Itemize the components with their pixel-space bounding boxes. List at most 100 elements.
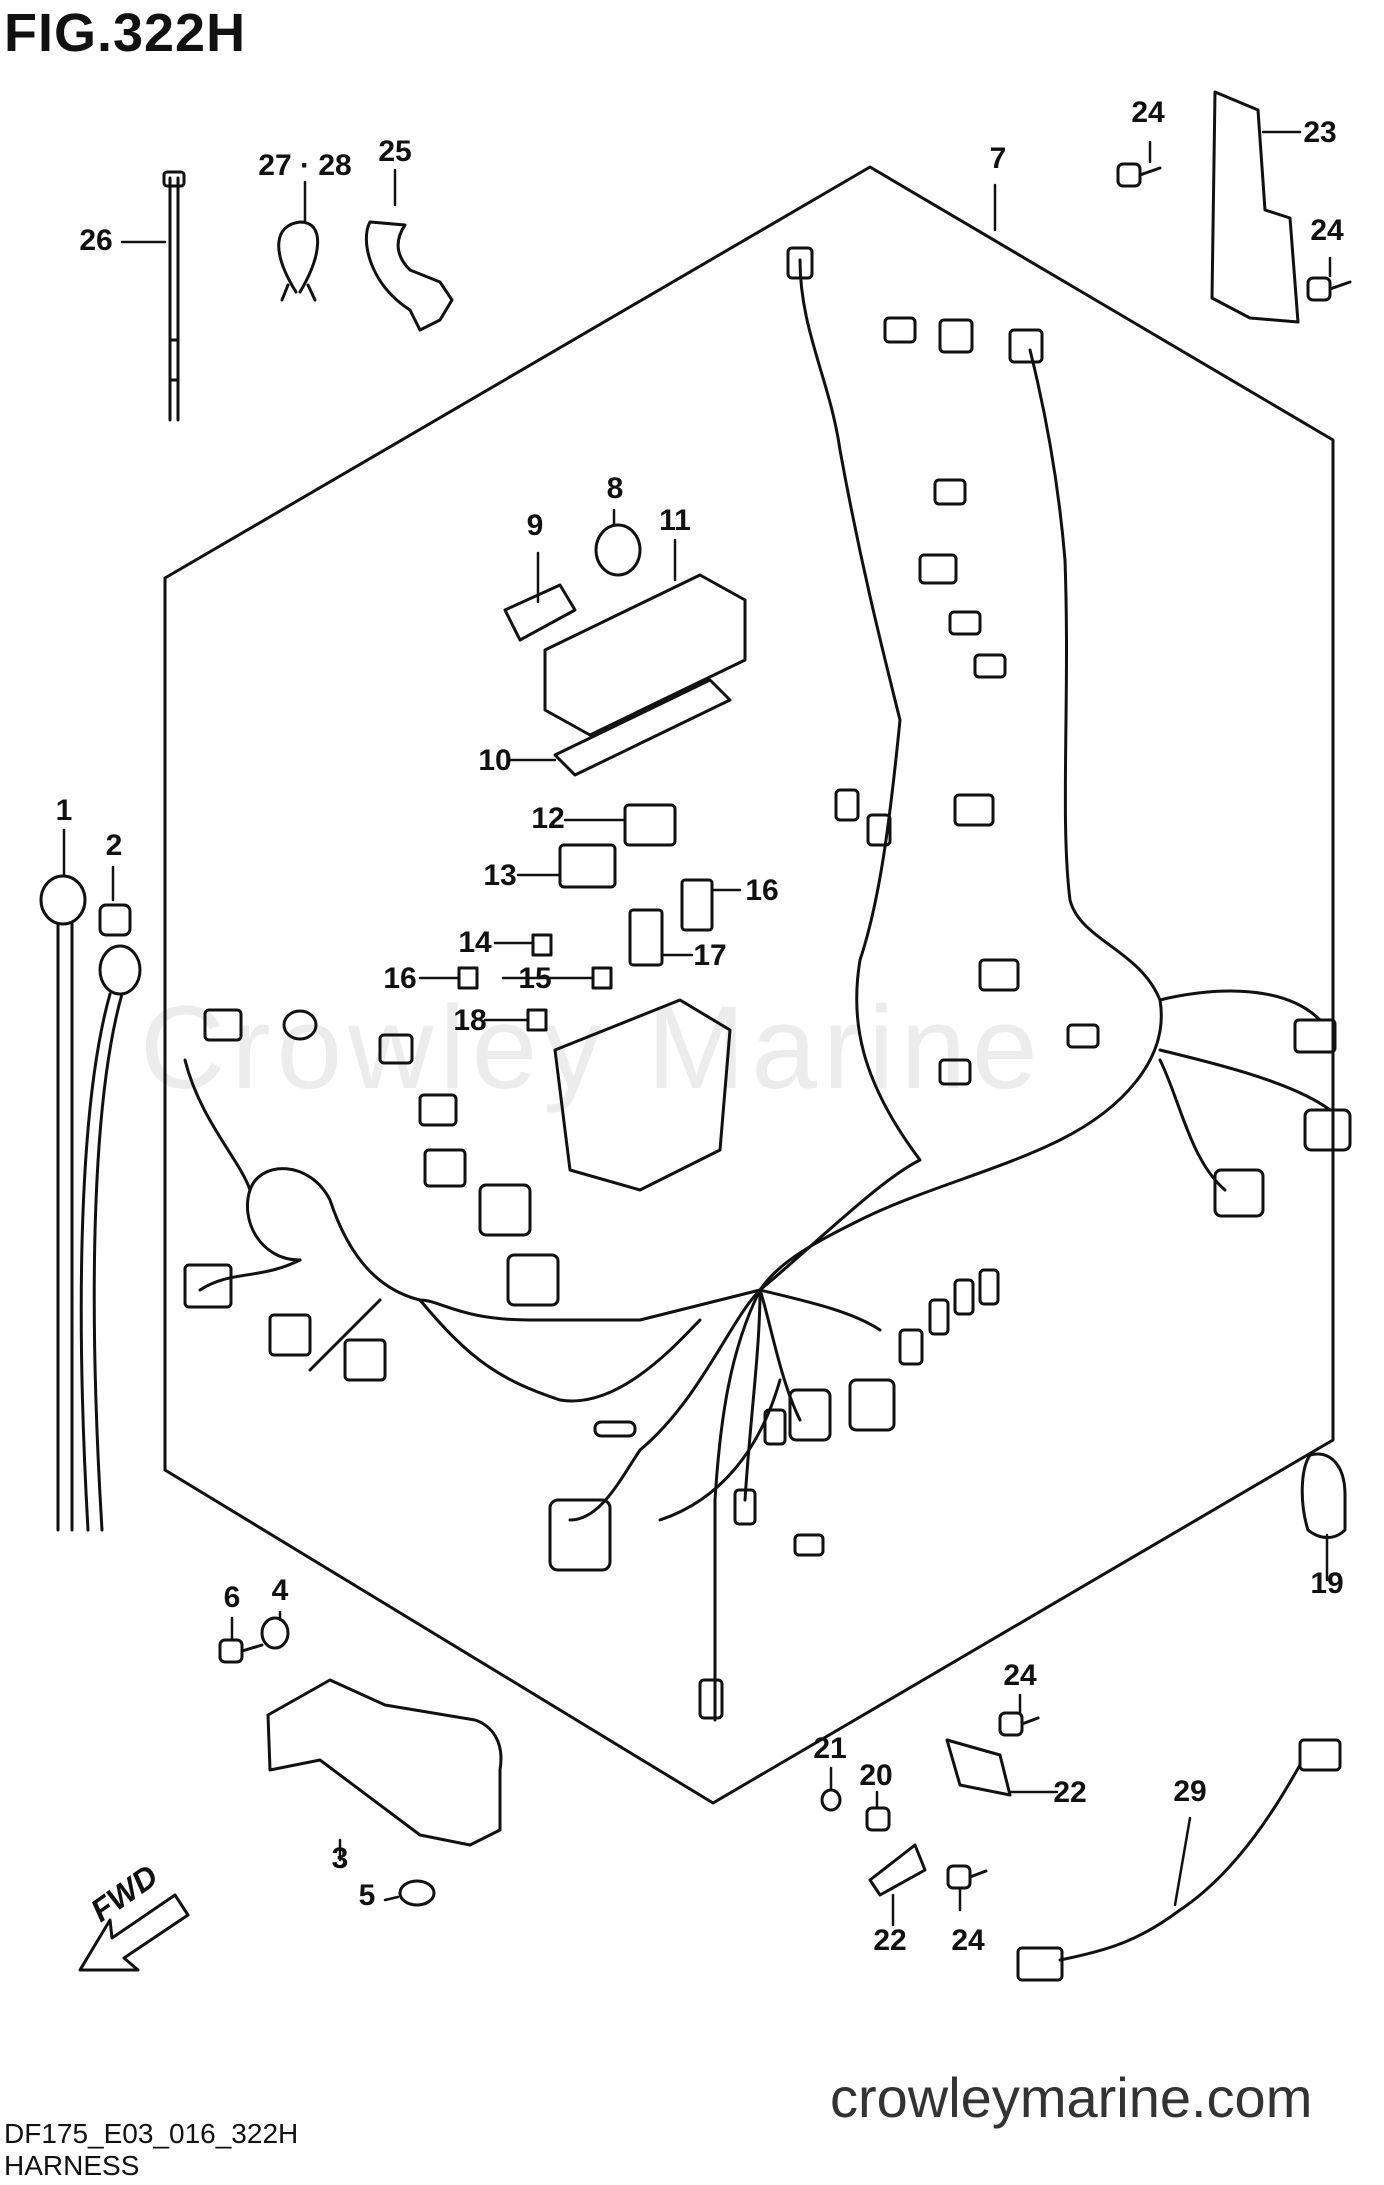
connector-icon [788,1388,832,1442]
grommet-icon [594,523,642,577]
figure-code: DF175_E03_016_322H [4,2118,299,2149]
callout-11: 11 [659,504,691,537]
callout-15: 15 [518,962,552,995]
callout-12: 12 [531,802,565,835]
connector-icon [733,1488,757,1526]
callout-5: 5 [358,1879,376,1912]
callout-27-28: 27 · 28 [258,149,352,182]
connector-icon [866,813,892,847]
callout-18: 18 [453,1004,487,1037]
connector-icon [1008,328,1044,364]
connector-icon [423,1148,467,1188]
fuse-icon [531,933,553,957]
callout-10: 10 [478,744,512,777]
plate-icon [945,1738,1012,1797]
callout-14: 14 [458,926,492,959]
relay-icon [623,803,677,847]
fuse-icon [628,908,664,967]
bracket-icon [1210,90,1300,324]
connector-icon [418,1093,458,1127]
callout-16a: 16 [745,874,779,907]
connector-icon [848,1378,896,1432]
cable-tie-icon [162,170,186,422]
fuse-icon [591,966,613,990]
relay-box-icon [543,573,747,737]
fuse-icon [457,966,479,990]
connector-icon [282,1009,318,1041]
callout-24b: 24 [1310,214,1344,247]
fwd-arrow-icon [78,1893,190,1972]
website-label: crowleymarine.com [830,2066,1313,2129]
connector-icon [953,1278,975,1316]
callout-26: 26 [79,224,113,257]
callout-1: 1 [55,794,73,827]
callout-17: 17 [693,939,727,972]
connector-icon [268,1313,312,1357]
assembly-frame [163,165,1335,1805]
connector-icon [378,1033,414,1065]
connector-icon [953,793,995,827]
gasket-icon [553,678,732,777]
relay-icon [558,843,617,889]
fuse-box-icon [553,998,732,1192]
callout-29: 29 [1173,1775,1207,1808]
connector-icon [898,1328,924,1366]
bolt-icon [1306,276,1352,302]
callout-23: 23 [1303,116,1337,149]
connector-icon [918,553,958,585]
callout-3: 3 [331,1842,349,1875]
connector-icon [1293,1018,1337,1054]
callout-6: 6 [223,1581,241,1614]
callout-20: 20 [859,1759,893,1792]
connector-icon [834,788,860,822]
callout-22b: 22 [873,1924,907,1957]
connector-icon [938,318,974,354]
connector-icon [883,316,917,344]
connector-icon [1066,1023,1100,1049]
figure-title: FIG.322H [4,3,247,63]
callout-24c: 24 [1003,1659,1037,1692]
connector-icon [938,1058,972,1086]
connector-icon [593,1420,637,1438]
connector-icon [763,1408,787,1446]
callout-9: 9 [526,509,544,542]
connector-icon [478,1183,532,1237]
figure-subtitle: HARNESS [4,2150,140,2181]
sub-harness-icon [1016,1738,1342,1982]
callout-24d: 24 [951,1924,985,1957]
connector-icon [948,610,982,636]
nut-icon [98,903,132,937]
connector-icon [978,1268,1000,1306]
washer-icon [820,1788,842,1812]
watermark: Crowley Marine [140,982,1044,1114]
connector-icon [183,1263,233,1309]
connector-icon [506,1253,560,1307]
relay-bracket-icon [503,583,577,642]
connector-icon [1213,1168,1265,1218]
washer-icon [260,1616,290,1650]
connector-icon [548,1498,612,1572]
connector-icon [786,246,814,280]
clip-icon [277,220,320,302]
bolt-icon [998,1711,1040,1737]
connector-icon [928,1298,950,1336]
plate-icon [868,1843,927,1897]
connector-icon [793,1533,825,1557]
callout-2: 2 [105,829,123,862]
callout-24a: 24 [1131,96,1165,129]
connector-icon [1303,1108,1352,1152]
connector-icon [978,958,1020,992]
fuse-icon [526,1008,548,1032]
callout-4: 4 [271,1574,289,1607]
callout-21: 21 [813,1732,847,1765]
clamp-icon [364,220,454,332]
connector-icon [973,653,1007,679]
callout-13: 13 [483,859,517,892]
grommet-icon [398,1879,436,1907]
boot-icon [1300,1452,1347,1539]
callout-16b: 16 [383,962,417,995]
connector-icon [933,478,967,506]
battery-cable-icon [39,874,142,1532]
wire-harness-icon [183,258,1332,1722]
